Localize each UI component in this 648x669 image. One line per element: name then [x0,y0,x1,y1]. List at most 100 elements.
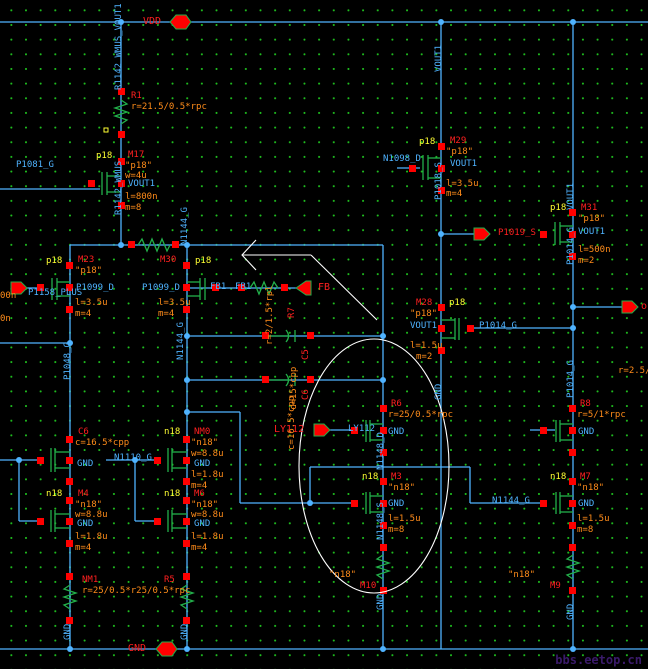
instance-label: M30 [160,255,177,265]
net-label: VOUT1 [128,179,156,189]
model-label: n18 [362,472,379,482]
model-label: p18 [96,151,113,161]
net-label: VOUT1 [566,182,576,210]
resistor-bias [137,237,171,253]
instance-label: NM0 [194,427,211,437]
param-label: l=3.5u [158,298,191,308]
net-label: GND [77,519,94,529]
param-label: l=1.8u [191,470,224,480]
instance-label: M3 [391,472,402,482]
net-label: GND [77,459,94,469]
vdd-pin-icon [169,14,192,30]
instance-label: R8 [580,399,591,409]
net-label: N1110_G [114,453,152,463]
instance-label: R1 [131,91,142,101]
param-label: r=5/1*rpc [577,410,626,420]
net-label: R1142_WMUS [114,160,124,215]
instance-label: NM1 [82,575,99,585]
param-label: m=8 [125,203,142,213]
param-label: "p18" [446,147,474,157]
net-label: P1099_D [76,283,114,293]
param-label: c=16.5*cpp [287,395,297,450]
param-label: m=2 [578,256,595,266]
instance-label: M10 [360,581,377,591]
param-label: w=8.8u [191,510,224,520]
gnd-pin-label: GND [128,643,147,654]
param-label: m=4 [75,543,92,553]
param-label: r=2.5/0 [618,366,648,376]
model-label: n18 [164,489,181,499]
p1019-pin-label: P1019_S [498,228,536,238]
resistor-r7 [249,280,279,296]
net-label: GND [578,499,595,509]
net-label: P1158_PLUS [28,288,83,298]
param-label: "p18" [578,214,606,224]
param-label: m=8 [577,525,594,535]
model-label: n18 [46,489,63,499]
resistor-r1 [112,99,130,125]
net-label: GND [376,593,386,610]
net-label: N1148_D [376,432,386,470]
ly112-pin-icon [313,423,331,437]
gnd-pin-icon [155,641,178,657]
out-pin-label: o [641,301,648,312]
param-label: "n18" [388,483,416,493]
net-label: P1018_S [434,162,444,200]
param-label: "p18" [410,309,438,319]
model-label: p18 [449,298,466,308]
model-label: p18 [195,256,212,266]
net-label: GND [63,623,73,640]
net-label: GND [180,623,190,640]
param-label: "n18" [75,500,103,510]
net-label: P1048_G [63,342,73,380]
instance-label: M31 [581,203,598,213]
param-label: l=500n [578,245,611,255]
net-label: N1144_G [492,496,530,506]
instance-label: R7 [287,307,297,318]
net-label: N1144_G [180,207,190,245]
param-label: m=4 [191,481,208,491]
net-label: GND [388,499,405,509]
instance-label: M9 [550,581,561,591]
net-label: VOUT1 [450,159,478,169]
vdd-pin-label: VDD [143,16,162,27]
instance-label: M17 [128,150,145,160]
param-label: l=3.5u [75,298,108,308]
param-label: r=2/1.5*rpl [265,285,275,345]
net-label: GND [194,519,211,529]
net-label: VOUT1 [578,227,606,237]
param-label: r=21.5/0.5*rpc [131,102,207,112]
net-label: GND [194,459,211,469]
param-label: l=3.5u [446,179,479,189]
param-label: l=1.8u [191,532,224,542]
annotation-ellipse [298,338,450,594]
param-label: "n18" [577,483,605,493]
param-label: m=2 [416,352,433,362]
net-label: N1148_S [376,502,386,540]
model-label: n18 [550,472,567,482]
instance-label: C6 [78,427,89,437]
param-label: m=4 [158,309,175,319]
instance-label: M23 [78,255,95,265]
param-label: "n18" [191,438,219,448]
param-label: 0n [0,314,11,324]
p1158-pin-icon [10,281,28,295]
net-label: FB1 [210,282,227,292]
instance-label: M29 [450,136,467,146]
watermark: bbs.eetop.cn [555,653,642,667]
param-label: l=1.5u [410,341,443,351]
param-label: m=4 [191,543,208,553]
net-label: VOUT1 [434,44,444,72]
annotation-arrow [241,239,450,594]
out-pin-icon [621,300,639,314]
ly112-pin-label: LY112 [274,424,305,435]
param-label: w=4u [125,171,147,181]
instance-label: C5 [301,349,311,360]
model-label: p18 [419,137,436,147]
param-label: m=4 [446,189,463,199]
net-label: GND [578,427,595,437]
net-label: N1098_D [383,154,421,164]
net-label: P1081_G [16,160,54,170]
param-label: w=8.8u [75,510,108,520]
